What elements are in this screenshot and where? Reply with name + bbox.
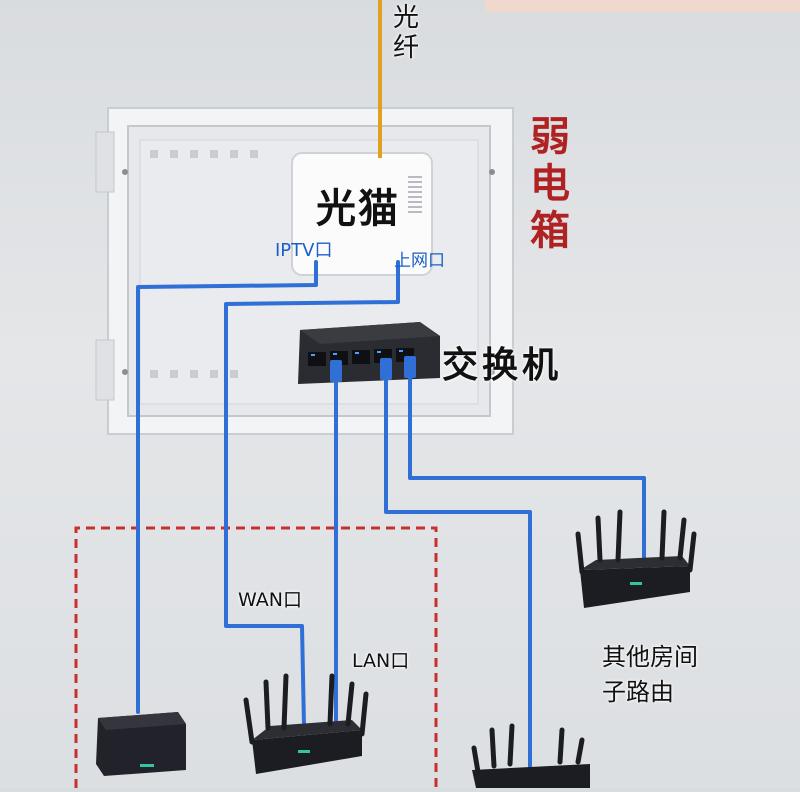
weak-box-char-2: 电: [530, 161, 570, 208]
top-right-panel: [485, 0, 800, 12]
network-switch: [298, 322, 440, 384]
weak-box-label: 弱 电 箱: [526, 114, 574, 256]
main-router: [243, 673, 369, 774]
wan-port-label: WAN口: [238, 589, 302, 611]
lower-router: [471, 723, 590, 788]
optical-modem: [291, 152, 433, 276]
switch-to-other-room-cable: [408, 370, 646, 587]
fiber-label-char-2: 纤: [392, 32, 419, 63]
fiber-label-char-1: 光: [392, 3, 419, 33]
other-room-line-2: 子路由: [602, 677, 674, 706]
main-room-dashed-box: [74, 526, 438, 788]
iptv-cable: [136, 260, 318, 714]
switch-label: 交换机: [442, 345, 563, 386]
lan-port-label: LAN口: [352, 650, 410, 672]
cable-plugs: [330, 356, 416, 382]
other-room-router-label: 其他房间 子路由: [602, 640, 742, 710]
fiber-label: 光 纤: [382, 3, 430, 64]
iptv-set-top-box: [96, 712, 186, 776]
uplink-to-wan-cable: [224, 260, 400, 728]
weak-box-char-1: 弱: [530, 114, 570, 160]
other-room-line-1: 其他房间: [602, 643, 698, 671]
switch-to-lower-router-cable: [384, 370, 532, 790]
other-room-router: [575, 509, 697, 608]
uplink-port-label: 上网口: [394, 251, 445, 271]
network-cables: [136, 260, 646, 790]
weak-box-char-3: 箱: [530, 208, 570, 255]
modem-label: 光猫: [316, 186, 400, 232]
iptv-port-label: IPTV口: [275, 240, 333, 261]
